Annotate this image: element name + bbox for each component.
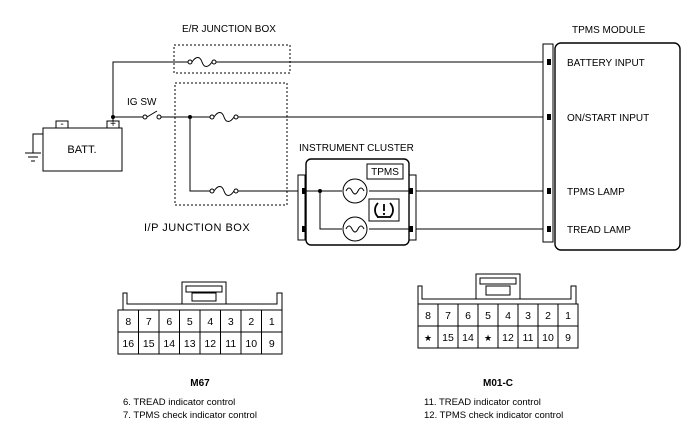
m01c-pin: 12 (502, 332, 514, 344)
battery-plus-label: + (110, 119, 116, 130)
m67-title: M67 (190, 378, 210, 389)
instrument-cluster: INSTRUMENT CLUSTER TPMS (297, 143, 417, 246)
m01c-pin: 5 (485, 310, 491, 322)
er-junction-box-label: E/R JUNCTION BOX (182, 24, 276, 35)
ig-sw-label: IG SW (127, 97, 157, 108)
tpms-lamp-label: TPMS LAMP (567, 187, 625, 198)
junction-dots (111, 115, 322, 193)
m01c-pin: 8 (425, 310, 431, 322)
m67-note: 7. TPMS check indicator control (123, 410, 257, 421)
m67-pin: 6 (166, 316, 172, 328)
m01c-pin: 10 (542, 332, 554, 344)
battery-minus-label: - (60, 119, 63, 130)
battery-input-label: BATTERY INPUT (567, 58, 645, 69)
m01c-pin: 15 (442, 332, 454, 344)
m67-pin: 11 (225, 338, 236, 350)
on-start-input-label: ON/START INPUT (567, 113, 649, 124)
m01c-pin: 2 (545, 310, 551, 322)
wiring (112, 61, 547, 230)
ig-switch: IG SW (127, 97, 162, 120)
tpms-module-label: TPMS MODULE (572, 25, 646, 36)
fuse-icon (209, 186, 239, 196)
m67-pin: 2 (248, 316, 254, 328)
m67-pin: 15 (143, 338, 155, 350)
m67-pin: 4 (207, 316, 213, 328)
battery-label: BATT. (67, 144, 96, 156)
m01c-pin: 9 (565, 332, 571, 344)
m01c-title: M01-C (483, 378, 513, 389)
fuse-icon (187, 57, 217, 67)
m67-pin: 14 (163, 338, 175, 350)
m01c-top-row: 8 7 6 5 4 3 2 1 (417, 303, 579, 327)
m67-pin: 10 (245, 338, 257, 350)
m01c-note: 12. TPMS check indicator control (424, 410, 563, 421)
m67-note: 6. TREAD indicator control (123, 397, 235, 408)
ip-junction-box: I/P JUNCTION BOX (144, 82, 288, 234)
connector-m67: 8 7 6 5 4 3 2 1 16 15 14 13 12 11 10 9 (117, 281, 283, 421)
ip-junction-box-label: I/P JUNCTION BOX (144, 222, 250, 234)
m01c-bottom-row: ★ 15 14 ★ 12 11 10 9 (417, 325, 579, 349)
m67-pin: 8 (125, 316, 131, 328)
m01c-pin: 11 (523, 332, 534, 344)
connector-m01c: 8 7 6 5 4 3 2 1 ★ 15 14 ★ 12 11 10 9 (417, 273, 579, 421)
m67-pin: 12 (204, 338, 216, 350)
m01c-pin: 4 (505, 310, 511, 322)
er-junction-box: E/R JUNCTION BOX (173, 24, 291, 74)
m67-pin: 9 (269, 338, 275, 350)
m01c-pin: 7 (445, 310, 451, 322)
m67-pin: 7 (146, 316, 152, 328)
m67-pin: 5 (187, 316, 193, 328)
m01c-pin: ★ (484, 333, 492, 343)
m67-pin: 1 (269, 316, 275, 328)
tpms-module: TPMS MODULE BATTERY INPUT ON/START INPUT… (542, 25, 681, 251)
m01c-pin: 14 (462, 332, 474, 344)
m67-pin: 3 (228, 316, 234, 328)
m01c-pin: ★ (424, 333, 432, 343)
m67-bottom-row: 16 15 14 13 12 11 10 9 (117, 331, 283, 355)
m67-top-row: 8 7 6 5 4 3 2 1 (117, 309, 283, 333)
battery: - + BATT. (42, 119, 123, 172)
m01c-pin: 6 (465, 310, 471, 322)
tire-pressure-warning-icon (368, 198, 400, 222)
m01c-pin: 1 (565, 310, 571, 322)
tpms-lamp-bulb-icon (342, 178, 368, 204)
tread-lamp-label: TREAD LAMP (567, 225, 631, 236)
instrument-cluster-label: INSTRUMENT CLUSTER (299, 143, 414, 154)
tpms-tag-label: TPMS (371, 167, 399, 178)
m67-pin: 16 (122, 338, 134, 350)
m01c-note: 11. TREAD indicator control (424, 397, 541, 408)
fuse-icon (209, 112, 239, 122)
m67-pin: 13 (184, 338, 196, 350)
m01c-pin: 3 (525, 310, 531, 322)
tread-lamp-bulb-icon (342, 216, 368, 242)
